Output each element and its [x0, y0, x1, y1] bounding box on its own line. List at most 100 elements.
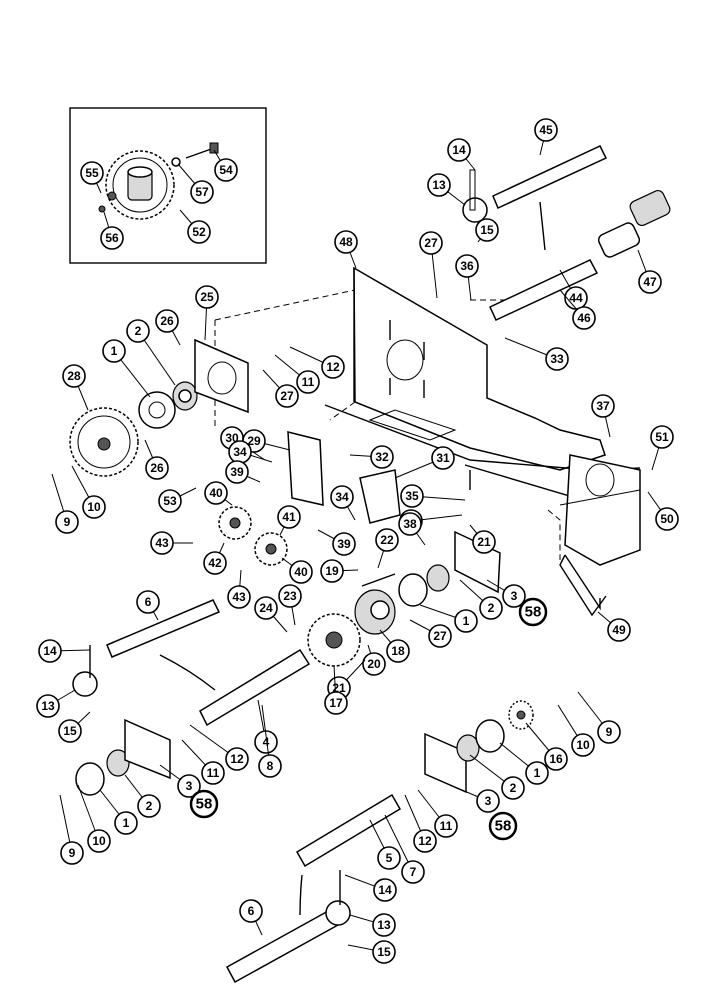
callout-circle — [225, 747, 249, 771]
callout-number: 13 — [432, 178, 446, 192]
callout-number: 32 — [375, 450, 389, 464]
callout-circle — [534, 118, 558, 142]
callout-13: 13 — [36, 689, 76, 718]
callout-31: 31 — [394, 446, 455, 479]
callout-40: 40 — [281, 557, 313, 584]
callout-number: 2 — [135, 324, 142, 338]
flange-1-center — [398, 573, 428, 607]
callout-number: 39 — [230, 465, 244, 479]
callout-12: 12 — [404, 794, 437, 853]
callout-7: 7 — [384, 814, 425, 884]
callout-34: 34 — [228, 440, 273, 464]
flange-1-lower-left — [75, 762, 105, 796]
callout-circle — [320, 559, 344, 583]
callout-11: 11 — [274, 354, 320, 394]
idler-sprocket-40b — [254, 532, 288, 566]
callout-17: 17 — [324, 664, 348, 715]
callout-circle — [607, 618, 631, 642]
callout-number: 14 — [452, 143, 466, 157]
callout-35: 35 — [400, 484, 466, 508]
callout-41: 41 — [277, 505, 301, 536]
callout-number: 26 — [160, 314, 174, 328]
bracket-31 — [359, 469, 401, 524]
callout-number: 19 — [325, 564, 339, 578]
callout-10: 10 — [77, 784, 111, 853]
callout-49: 49 — [597, 611, 631, 642]
callout-number: 11 — [207, 766, 220, 780]
callout-circle — [332, 532, 356, 556]
reference-number: 58 — [525, 604, 542, 621]
callout-circle — [137, 794, 161, 818]
plate-25 — [194, 338, 249, 414]
callout-circle — [372, 913, 396, 937]
sprocket-28 — [69, 407, 139, 477]
callout-circle — [277, 505, 301, 529]
callout-number: 10 — [92, 834, 106, 848]
callout-2: 2 — [459, 579, 503, 620]
callout-9: 9 — [59, 794, 84, 865]
callout-circle — [375, 528, 399, 552]
callout-number: 7 — [410, 865, 417, 879]
callout-number: 2 — [146, 799, 153, 813]
callout-38: 38 — [398, 512, 426, 546]
callout-number: 27 — [280, 389, 294, 403]
callout-circle — [136, 590, 160, 614]
callout-circle — [419, 231, 443, 255]
callout-16: 16 — [525, 722, 568, 771]
callout-circle — [475, 218, 499, 242]
callout-circle — [572, 306, 596, 330]
callout-number: 9 — [69, 846, 76, 860]
callout-number: 36 — [460, 259, 474, 273]
callout-42: 42 — [203, 542, 227, 575]
callout-circle — [413, 829, 437, 853]
callout-26: 26 — [155, 309, 181, 346]
callout-number: 14 — [378, 883, 392, 897]
callout-34: 34 — [330, 485, 356, 521]
callout-circle — [195, 285, 219, 309]
callout-circle — [427, 173, 451, 197]
callout-number: 12 — [326, 360, 340, 374]
callout-10: 10 — [71, 465, 106, 519]
callout-19: 19 — [320, 559, 359, 583]
callout-15: 15 — [58, 711, 91, 743]
callout-circle — [321, 355, 345, 379]
callout-circle — [597, 720, 621, 744]
callout-number: 28 — [67, 369, 81, 383]
callout-14: 14 — [38, 639, 91, 663]
callout-circle — [102, 339, 126, 363]
callout-circle — [201, 761, 225, 785]
plate-3-lower-left — [124, 718, 171, 780]
callout-39: 39 — [317, 529, 356, 556]
callout-circle — [278, 584, 302, 608]
callout-1: 1 — [499, 742, 549, 785]
callout-number: 43 — [155, 536, 169, 550]
callout-circle — [145, 456, 169, 480]
callout-21: 21 — [469, 524, 496, 554]
callout-20: 20 — [362, 644, 386, 676]
callout-circle — [58, 719, 82, 743]
shaft-4 — [199, 648, 311, 727]
callout-25: 25 — [195, 285, 219, 341]
callout-number: 9 — [64, 515, 71, 529]
callout-number: 13 — [41, 699, 55, 713]
callout-circle — [372, 940, 396, 964]
callout-circle — [373, 878, 397, 902]
callout-number: 40 — [209, 486, 223, 500]
callout-9: 9 — [51, 473, 79, 534]
nut-55 — [107, 191, 117, 201]
callout-circle — [150, 531, 174, 555]
callout-number: 11 — [440, 819, 453, 833]
callout-55: 55 — [80, 161, 104, 194]
reference-58: 58 — [488, 811, 518, 841]
callout-number: 24 — [259, 601, 273, 615]
callout-number: 26 — [150, 461, 164, 475]
callout-circle — [386, 639, 410, 663]
reference-number: 58 — [196, 796, 213, 813]
callout-circle — [330, 485, 354, 509]
callout-circle — [289, 560, 313, 584]
bearing-2-left — [172, 381, 198, 411]
callout-number: 31 — [436, 451, 450, 465]
callout-36: 36 — [455, 254, 479, 301]
callout-circle — [254, 596, 278, 620]
callout-circle — [334, 230, 358, 254]
